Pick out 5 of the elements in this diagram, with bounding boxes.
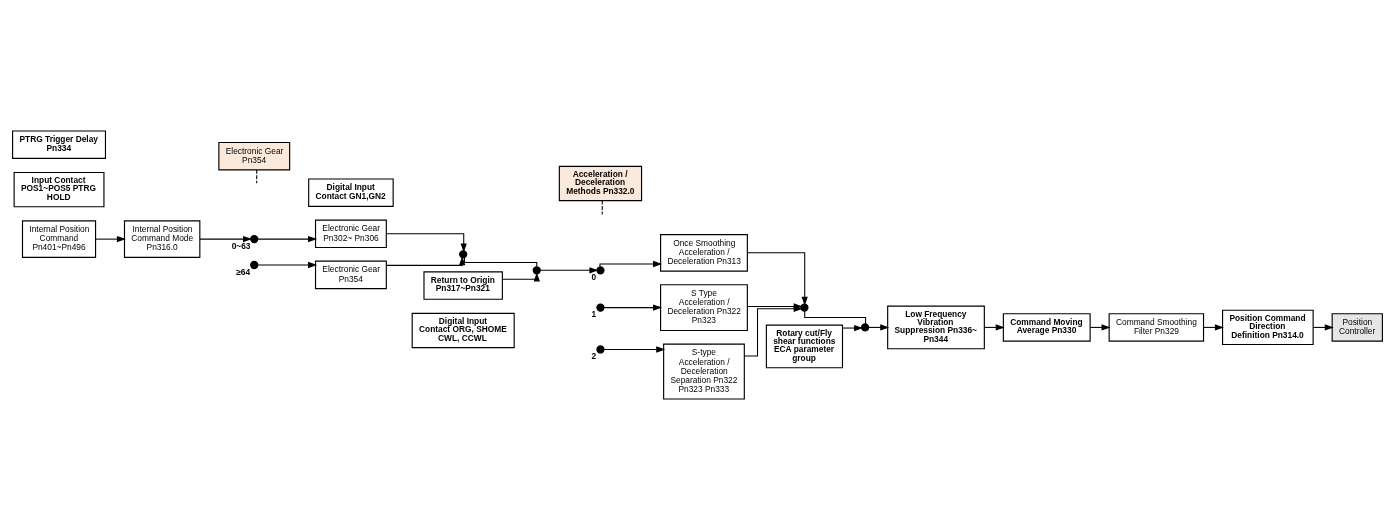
node-label: 0 <box>591 271 597 282</box>
node-label: 1 <box>591 308 597 319</box>
node-label: ≥64 <box>236 266 251 276</box>
node-label: 0~63 <box>231 240 251 251</box>
node-label: 2 <box>591 350 597 361</box>
